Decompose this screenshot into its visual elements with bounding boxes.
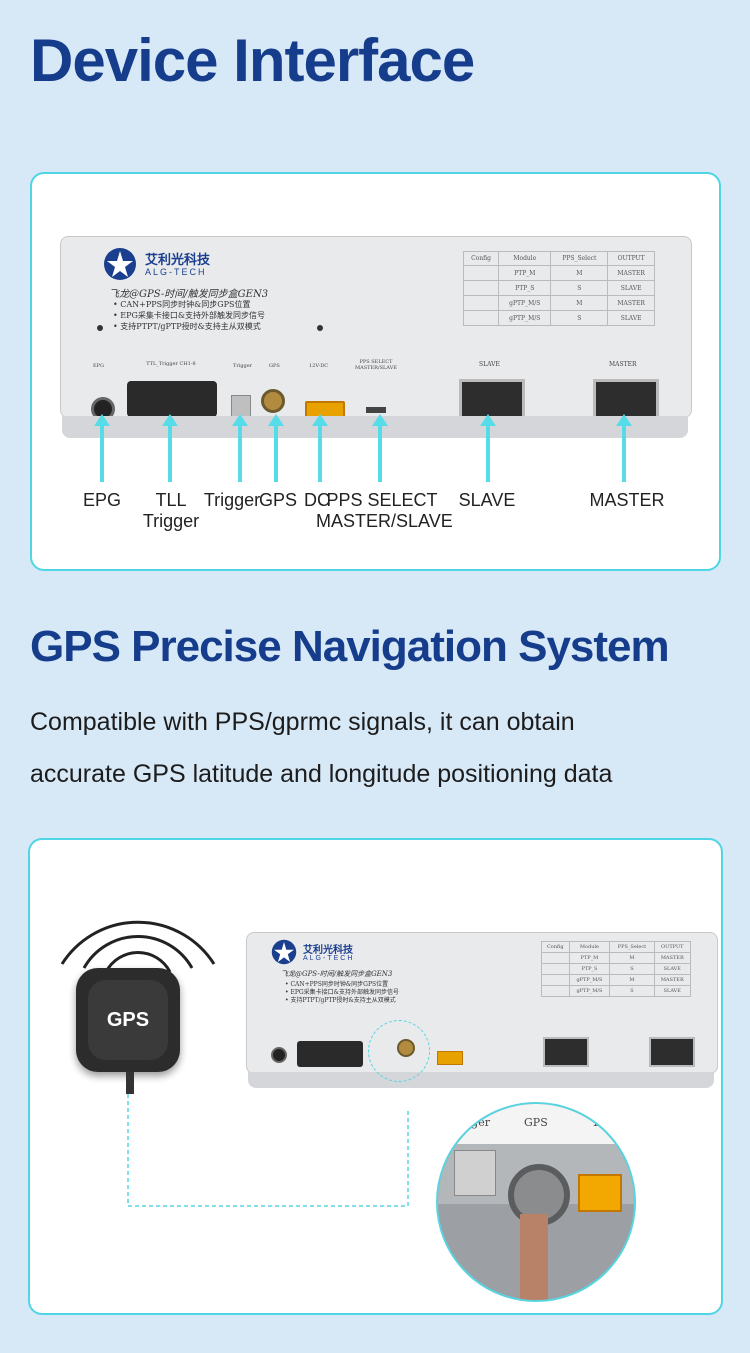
arrow-ttl <box>162 414 178 482</box>
feature-3: • 支持PTPT/gPTP授时&支持主从双模式 <box>113 322 261 331</box>
port-label-pps: PPS SELECT MASTER/SLAVE <box>355 359 397 371</box>
device-base <box>62 416 688 438</box>
gps-sma-port <box>261 389 285 413</box>
gps-port-zoom: Trigger GPS 12 <box>436 1102 636 1302</box>
label-trigger: Trigger <box>203 490 261 510</box>
arrow-trigger <box>232 414 248 482</box>
brand-english: ALG-TECH <box>145 267 207 277</box>
port-label-dc: 12V-DC <box>309 363 329 369</box>
port-label-gps: GPS <box>269 363 280 369</box>
feature-3: • 支持PTPT/gPTP授时&支持主从双模式 <box>285 997 396 1004</box>
label-gps: GPS <box>258 490 297 510</box>
zoom-dc-connector <box>578 1174 622 1212</box>
port-label-epg: EPG <box>93 363 105 369</box>
brand-chinese: 艾利光科技 <box>145 253 211 268</box>
sync-box-device: 艾利光科技 ALG-TECH 飞龙@GPS-时间/触发同步盒GEN3 • CAN… <box>60 236 692 421</box>
antenna-cable <box>126 1072 134 1094</box>
zoom-cable <box>520 1214 548 1300</box>
sync-box-device-small: 艾利光科技 ALG-TECH 飞龙@GPS-时间/触发同步盒GEN3 • CAN… <box>246 932 718 1074</box>
feature-1: • CAN+PPS同步时钟&同步GPS位置 <box>113 300 251 309</box>
feature-1: • CAN+PPS同步时钟&同步GPS位置 <box>285 981 389 988</box>
slave-rj45-port <box>543 1037 589 1067</box>
label-dc: DC <box>304 490 330 510</box>
col-module: Module <box>498 251 552 266</box>
col-pps-select: PPS_Select <box>550 251 609 266</box>
gps-navigation-card: GPS 艾利光科技 ALG-TECH 飞龙@GPS-时间/触发同步盒GEN3 •… <box>28 838 723 1315</box>
device-base <box>248 1072 714 1088</box>
feature-2: • EPG采集卡接口&支持外部触发同步信号 <box>285 989 399 996</box>
alg-logo-icon <box>271 939 297 965</box>
cell: SLAVE <box>607 280 655 296</box>
zoom-label-12v: 12 <box>592 1116 606 1129</box>
arrow-gps <box>268 414 284 482</box>
arrow-slave <box>480 414 496 482</box>
label-slave: SLAVE <box>458 490 516 510</box>
arrow-dc <box>312 414 328 482</box>
gps-antenna: GPS <box>76 968 180 1072</box>
col-output: OUTPUT <box>607 251 655 266</box>
gps-port-highlight <box>368 1020 430 1082</box>
gps-antenna-label: GPS <box>88 980 168 1060</box>
port-label-trigger: Trigger <box>233 363 253 369</box>
device-interface-card: 艾利光科技 ALG-TECH 飞龙@GPS-时间/触发同步盒GEN3 • CAN… <box>30 172 721 571</box>
description-line-1: Compatible with PPS/gprmc signals, it ca… <box>30 708 575 736</box>
cell: MASTER <box>607 265 655 281</box>
cell: gPTP_M/S <box>498 295 552 311</box>
pps-switch <box>366 407 386 413</box>
cell: PTP_S <box>498 280 552 296</box>
cell: SLAVE <box>607 310 655 326</box>
cell: gPTP_M/S <box>498 310 552 326</box>
cell: S <box>550 310 609 326</box>
arrow-master <box>616 414 632 482</box>
cell: MASTER <box>607 295 655 311</box>
label-epg: EPG <box>82 490 121 510</box>
epg-port <box>271 1047 287 1063</box>
brand-chinese: 艾利光科技 <box>303 945 353 956</box>
arrow-epg <box>94 414 110 482</box>
arrow-pps <box>372 414 388 482</box>
description-line-2: accurate GPS latitude and longitude posi… <box>30 760 613 788</box>
page-title: Device Interface <box>30 27 475 94</box>
cell: M <box>550 295 609 311</box>
ttl-db9-port <box>297 1041 363 1067</box>
cell: M <box>550 265 609 281</box>
product-name: 飞龙@GPS-时间/触发同步盒GEN3 <box>109 289 269 300</box>
zoom-label-gps: GPS <box>524 1116 548 1129</box>
alg-logo-icon <box>104 248 136 280</box>
cell: PTP_M <box>498 265 552 281</box>
zoom-label-trigger: Trigger <box>448 1116 490 1129</box>
brand-english: ALG-TECH <box>303 955 355 962</box>
dc-port <box>437 1051 463 1065</box>
dashed-connector <box>127 1094 409 1207</box>
port-label-ttl: TTL_Trigger CH1-8 <box>146 361 196 367</box>
port-label-master: MASTER <box>609 361 637 368</box>
cell: S <box>550 280 609 296</box>
section-title: GPS Precise Navigation System <box>30 622 670 671</box>
product-name: 飞龙@GPS-时间/触发同步盒GEN3 <box>281 970 393 978</box>
ttl-db9-port <box>127 381 217 417</box>
master-rj45-port <box>649 1037 695 1067</box>
feature-2: • EPG采集卡接口&支持外部触发同步信号 <box>113 311 265 320</box>
signal-waves-icon <box>60 920 216 973</box>
label-master: MASTER <box>589 490 665 510</box>
col-config: Config <box>462 251 500 266</box>
port-label-slave: SLAVE <box>479 361 500 368</box>
